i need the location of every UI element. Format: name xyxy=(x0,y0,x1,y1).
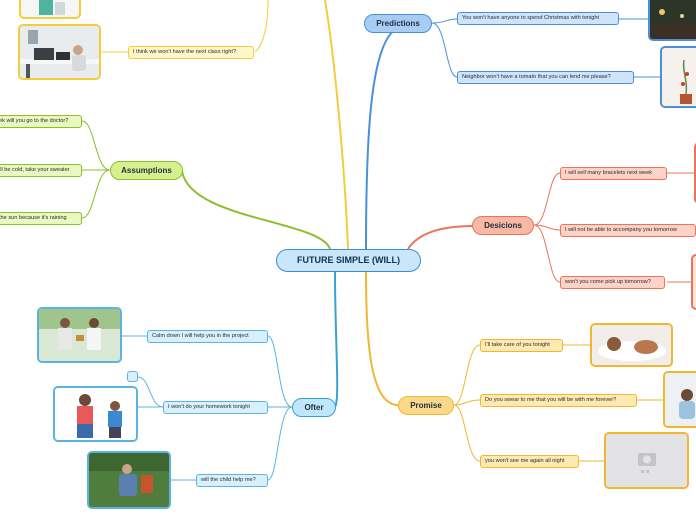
ofter-leaf-2[interactable]: I won't do your homework tonight xyxy=(163,401,268,414)
branch-promise[interactable]: Promise xyxy=(398,396,454,415)
promise-leaf-1[interactable]: I'll take care of you tonight xyxy=(480,339,563,352)
assumptions-leaf-2[interactable]: ill be cold, take your sweater xyxy=(0,164,82,177)
branch-desicions[interactable]: Desicions xyxy=(472,216,534,235)
desicions-leaf-2[interactable]: I will not be able to accompany you tomo… xyxy=(560,224,696,237)
desicions-leaf-3[interactable]: won't you come pick up tomorrow? xyxy=(560,276,665,289)
predictions-leaf-1[interactable]: You won't have anyone to spend Christmas… xyxy=(457,12,619,25)
pickup-image[interactable] xyxy=(691,254,696,310)
desicions-leaf-1[interactable]: I will sell many bracelets next week xyxy=(560,167,667,180)
branch-ofter[interactable]: Ofter xyxy=(292,398,336,417)
ofter-leaf-1[interactable]: Calm down I will help you in the project xyxy=(147,330,268,343)
top-leaf-1[interactable]: I think we won't have the next class rig… xyxy=(128,46,254,59)
child-helping-image[interactable] xyxy=(87,451,171,509)
branch-assumptions[interactable]: Assumptions xyxy=(110,161,183,180)
boy-homework-image[interactable] xyxy=(53,386,138,442)
image-placeholder[interactable] xyxy=(604,432,689,489)
tomato-plant-image[interactable] xyxy=(660,46,696,108)
ofter-leaf-3[interactable]: will the child help me? xyxy=(196,474,268,487)
laptop-work-image[interactable] xyxy=(18,24,101,80)
top-partial-image[interactable] xyxy=(19,0,81,19)
promise-leaf-2[interactable]: Do you swear to me that you will be with… xyxy=(480,394,637,407)
christmas-table-image[interactable] xyxy=(648,0,696,41)
girl-sitting-image[interactable] xyxy=(663,371,696,428)
ofter-empty-topic[interactable] xyxy=(127,371,138,382)
assumptions-leaf-3[interactable]: the sun because it's raining xyxy=(0,212,82,225)
two-men-image[interactable] xyxy=(37,307,122,363)
promise-leaf-3[interactable]: you won't see me again all night xyxy=(480,455,579,468)
predictions-leaf-2[interactable]: Neighbor won't have a tomato that you ca… xyxy=(457,71,634,84)
branch-predictions[interactable]: Predictions xyxy=(364,14,432,33)
central-topic[interactable]: FUTURE SIMPLE (WILL) xyxy=(276,249,421,272)
sleeping-child-image[interactable] xyxy=(590,323,673,367)
assumptions-leaf-1[interactable]: ek will you go to the doctor? xyxy=(0,115,82,128)
bracelets-image[interactable] xyxy=(694,142,696,204)
